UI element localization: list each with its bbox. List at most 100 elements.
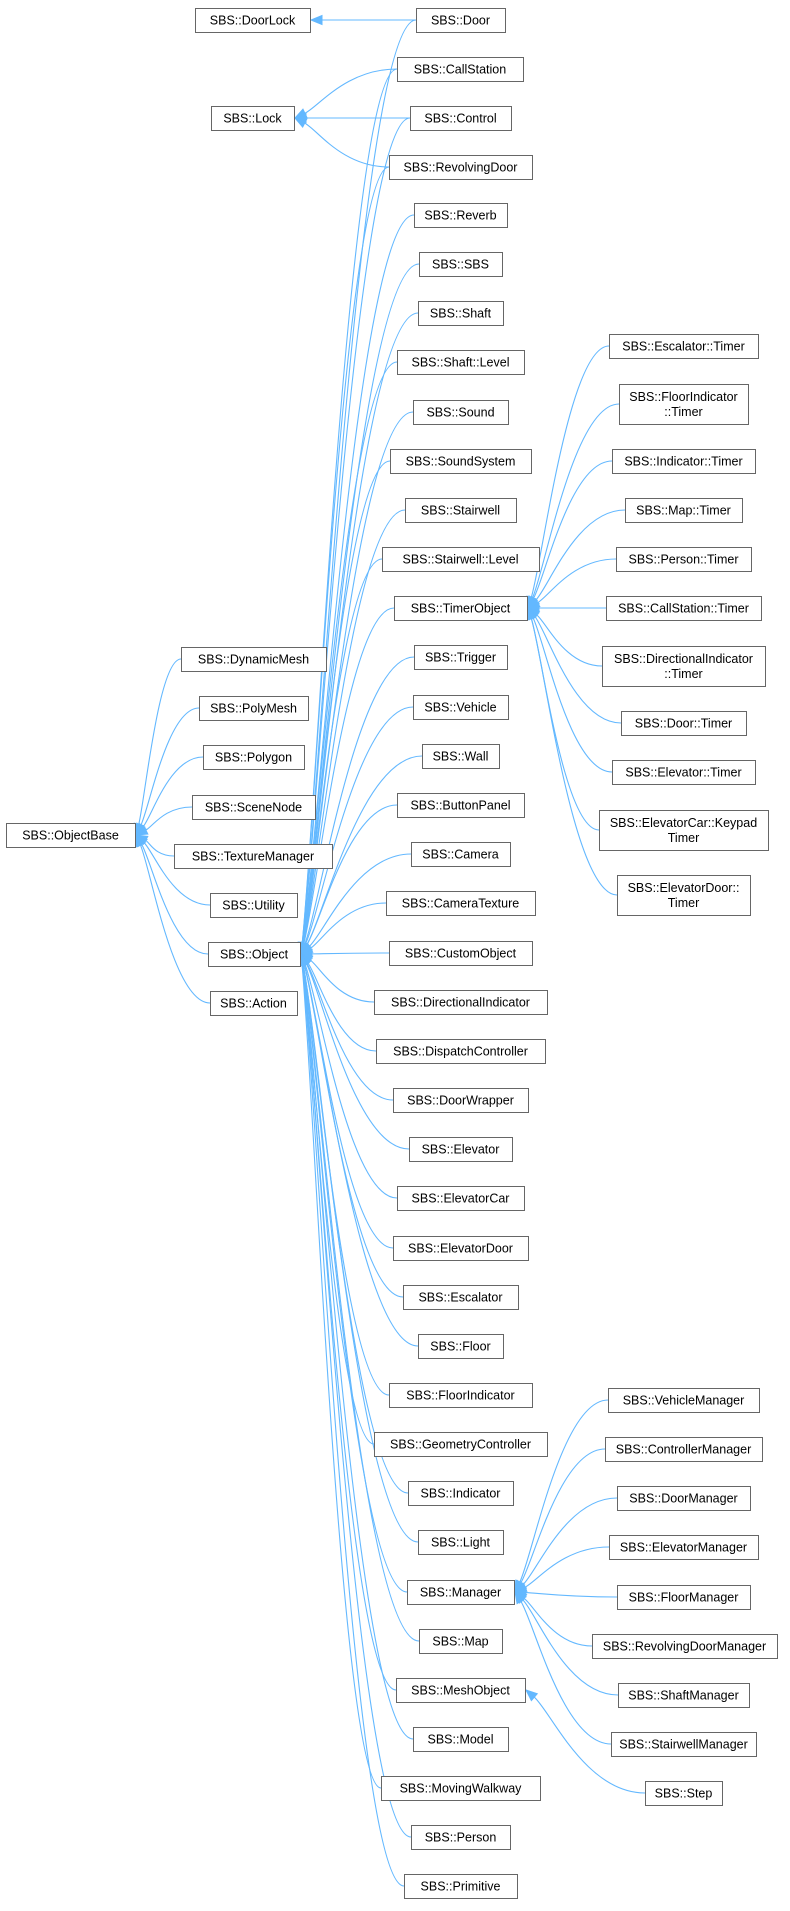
class-node-revolvingdoor[interactable]: SBS::RevolvingDoor (389, 155, 533, 180)
class-node-meshobject[interactable]: SBS::MeshObject (396, 1678, 526, 1703)
class-node-box (414, 203, 508, 228)
inheritance-edge-elevatorcar-to-object (304, 964, 398, 1199)
class-node-label: SBS::Door::Timer (635, 717, 732, 731)
class-node-floorindicator[interactable]: SBS::FloorIndicator (389, 1383, 533, 1408)
class-node-elevator[interactable]: SBS::Elevator (409, 1137, 513, 1162)
class-node-cameratexture[interactable]: SBS::CameraTexture (386, 891, 536, 916)
class-node-stairwellmanager[interactable]: SBS::StairwellManager (611, 1732, 757, 1757)
class-node-polymesh[interactable]: SBS::PolyMesh (199, 696, 309, 721)
class-node-shaftmanager[interactable]: SBS::ShaftManager (618, 1683, 750, 1708)
class-node-box (609, 334, 759, 359)
class-node-indicatortimer[interactable]: SBS::Indicator::Timer (612, 449, 756, 474)
class-node-callstationtimer[interactable]: SBS::CallStation::Timer (606, 596, 762, 621)
class-node-step[interactable]: SBS::Step (645, 1781, 723, 1806)
inheritance-edge-customobject-to-object (311, 952, 390, 955)
class-node-elevatordoortimer[interactable]: SBS::ElevatorDoor::Timer (617, 875, 751, 916)
class-node-label: SBS::ElevatorCar (412, 1192, 510, 1206)
class-node-label: SBS::Camera (422, 848, 498, 862)
class-node-elevatordoor[interactable]: SBS::ElevatorDoor (393, 1236, 529, 1261)
class-node-control[interactable]: SBS::Control (410, 106, 512, 131)
class-node-escalatortimer[interactable]: SBS::Escalator::Timer (609, 334, 759, 359)
class-node-box (619, 384, 749, 425)
class-node-polygon[interactable]: SBS::Polygon (203, 745, 305, 770)
class-node-dispatchcontroller[interactable]: SBS::DispatchController (376, 1039, 546, 1064)
class-node-door[interactable]: SBS::Door (416, 8, 506, 33)
class-node-model[interactable]: SBS::Model (413, 1727, 509, 1752)
class-node-box (422, 744, 500, 769)
class-node-label: SBS::CallStation::Timer (618, 602, 749, 616)
class-node-sound[interactable]: SBS::Sound (413, 400, 509, 425)
class-node-box (386, 891, 536, 916)
class-node-scenenode[interactable]: SBS::SceneNode (192, 795, 316, 820)
class-node-stairwelllevel[interactable]: SBS::Stairwell::Level (382, 547, 540, 572)
class-node-vehicle[interactable]: SBS::Vehicle (413, 695, 509, 720)
class-node-indicator[interactable]: SBS::Indicator (408, 1481, 514, 1506)
class-node-doortimer[interactable]: SBS::Door::Timer (621, 711, 747, 736)
class-node-utility[interactable]: SBS::Utility (210, 893, 298, 918)
class-node-elevatorcar[interactable]: SBS::ElevatorCar (397, 1186, 525, 1211)
class-node-label: SBS::Shaft::Level (412, 356, 510, 370)
class-node-directionalindicator[interactable]: SBS::DirectionalIndicator (374, 990, 548, 1015)
class-node-box (612, 760, 756, 785)
class-node-directionalindicatortimer[interactable]: SBS::DirectionalIndicator::Timer (602, 646, 766, 687)
class-node-escalator[interactable]: SBS::Escalator (403, 1285, 519, 1310)
class-node-label: SBS::TextureManager (192, 850, 314, 864)
class-node-floorindicatortimer[interactable]: SBS::FloorIndicator::Timer (619, 384, 749, 425)
class-node-vehiclemanager[interactable]: SBS::VehicleManager (608, 1388, 760, 1413)
inheritance-edge-action-to-objectbase (139, 844, 211, 1004)
class-node-geometrycontroller[interactable]: SBS::GeometryController (374, 1432, 548, 1457)
class-node-callstation[interactable]: SBS::CallStation (397, 57, 524, 82)
class-node-doorlock[interactable]: SBS::DoorLock (195, 8, 311, 33)
class-node-label: SBS::Model (427, 1733, 493, 1747)
class-node-reverb[interactable]: SBS::Reverb (414, 203, 508, 228)
inheritance-edge-floormanager-to-manager (525, 1591, 618, 1598)
class-node-box (418, 1530, 504, 1555)
class-node-floormanager[interactable]: SBS::FloorManager (617, 1585, 751, 1610)
class-node-shaftlevel[interactable]: SBS::Shaft::Level (397, 350, 525, 375)
inheritance-edge-maptimer-to-timerobject (535, 509, 626, 601)
inheritance-edge-buttonpanel-to-object (306, 804, 398, 946)
class-node-box (376, 1039, 546, 1064)
class-node-dynamicmesh[interactable]: SBS::DynamicMesh (181, 647, 327, 672)
inheritance-edge-scenenode-to-objectbase (145, 806, 193, 831)
class-node-camera[interactable]: SBS::Camera (411, 842, 511, 867)
class-node-texturemanager[interactable]: SBS::TextureManager (174, 844, 333, 869)
class-node-soundsystem[interactable]: SBS::SoundSystem (390, 449, 532, 474)
class-node-movingwalkway[interactable]: SBS::MovingWalkway (381, 1776, 541, 1801)
class-node-map[interactable]: SBS::Map (419, 1629, 503, 1654)
inheritance-edge-stairwelllevel-to-object (302, 558, 383, 944)
class-node-controllermanager[interactable]: SBS::ControllerManager (605, 1437, 763, 1462)
class-node-wall[interactable]: SBS::Wall (422, 744, 500, 769)
class-node-buttonpanel[interactable]: SBS::ButtonPanel (397, 793, 525, 818)
inheritance-edge-light-to-object (302, 964, 419, 1543)
class-node-floor[interactable]: SBS::Floor (418, 1334, 504, 1359)
class-node-box (409, 1137, 513, 1162)
class-node-light[interactable]: SBS::Light (418, 1530, 504, 1555)
class-node-trigger[interactable]: SBS::Trigger (414, 645, 508, 670)
class-node-customobject[interactable]: SBS::CustomObject (389, 941, 533, 966)
class-node-object[interactable]: SBS::Object (208, 942, 301, 967)
class-node-box (645, 1781, 723, 1806)
class-node-label: SBS::SBS (432, 258, 489, 272)
class-node-maptimer[interactable]: SBS::Map::Timer (625, 498, 743, 523)
class-node-stairwell[interactable]: SBS::Stairwell (405, 498, 517, 523)
class-node-elevatortimer[interactable]: SBS::Elevator::Timer (612, 760, 756, 785)
class-node-shaft[interactable]: SBS::Shaft (418, 301, 504, 326)
class-node-action[interactable]: SBS::Action (210, 991, 298, 1016)
class-node-doormanager[interactable]: SBS::DoorManager (617, 1486, 751, 1511)
class-node-lock[interactable]: SBS::Lock (211, 106, 295, 131)
class-node-person[interactable]: SBS::Person (411, 1825, 511, 1850)
class-node-manager[interactable]: SBS::Manager (407, 1580, 515, 1605)
class-node-primitive[interactable]: SBS::Primitive (404, 1874, 518, 1899)
class-node-elevatormanager[interactable]: SBS::ElevatorManager (609, 1535, 759, 1560)
class-node-persontimer[interactable]: SBS::Person::Timer (616, 547, 752, 572)
class-node-timerobject[interactable]: SBS::TimerObject (394, 596, 528, 621)
class-node-box (416, 8, 506, 33)
class-node-sbs[interactable]: SBS::SBS (419, 252, 503, 277)
class-node-label: SBS::VehicleManager (623, 1394, 745, 1408)
class-node-objectbase[interactable]: SBS::ObjectBase (6, 823, 136, 848)
class-node-label: SBS::CustomObject (405, 947, 517, 961)
class-node-revolvingdoormanager[interactable]: SBS::RevolvingDoorManager (592, 1634, 778, 1659)
class-node-doorwrapper[interactable]: SBS::DoorWrapper (393, 1088, 529, 1113)
